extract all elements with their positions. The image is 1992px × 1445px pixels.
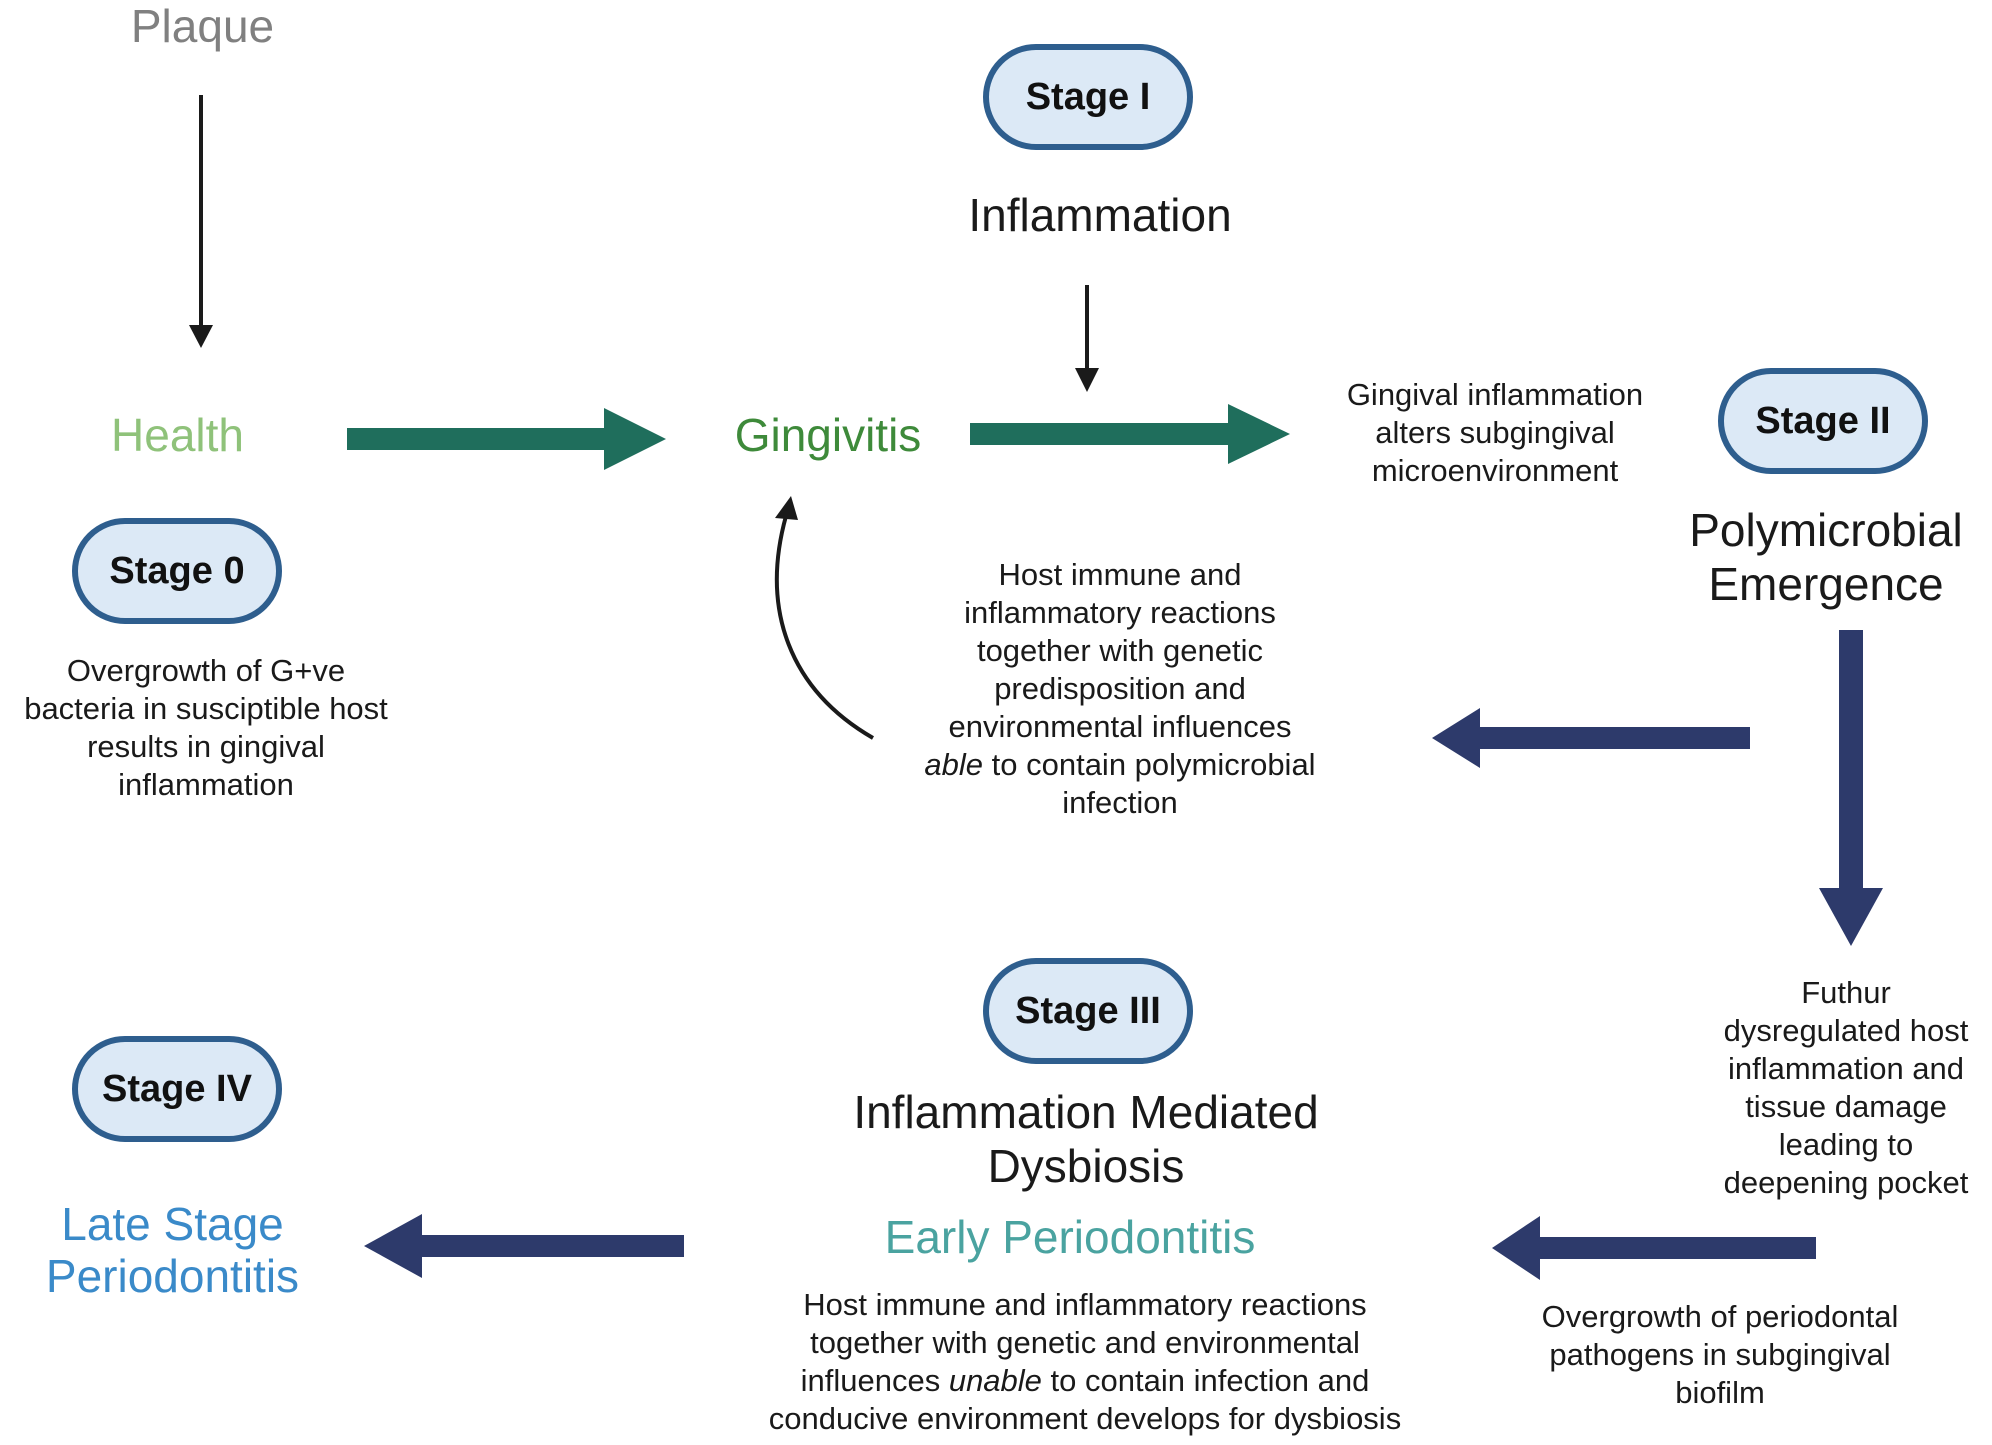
further-line-4: tissue damage [1745, 1089, 1947, 1124]
unable-emphasis: unable [948, 1363, 1042, 1398]
further-line-5: leading to [1778, 1127, 1914, 1162]
to-stage4-arrow [364, 1214, 684, 1278]
stage-4-title-line-1: Late Stage [61, 1198, 284, 1250]
overgrowth-perio-line-1: Overgrowth of periodontal [1541, 1299, 1899, 1334]
further-line-1: Futhur [1801, 975, 1891, 1010]
plaque-to-health-arrow [189, 95, 213, 348]
able-emphasis: able [924, 747, 984, 782]
further-line-3: inflammation and [1727, 1051, 1965, 1086]
host-able-line-5: environmental influences [948, 709, 1292, 744]
stage-1-badge: Stage I [983, 44, 1193, 150]
host-able-line-1: Host immune and [998, 557, 1242, 592]
gingival-alters-text: Gingival inflammation alters subgingival… [1300, 376, 1690, 490]
stage-0-badge: Stage 0 [72, 518, 282, 624]
host-able-line-4: predisposition and [994, 671, 1246, 706]
host-able-rest: to contain polymicrobial [983, 747, 1316, 782]
host-able-line-3: together with genetic [976, 633, 1264, 668]
stage-0-line-4: inflammation [118, 767, 294, 802]
host-unable-line-2: together with genetic and environmental [810, 1325, 1360, 1360]
host-unable-line-3: influences unable to contain infection a… [720, 1362, 1450, 1400]
stage-0-line-1: Overgrowth of G+ve [66, 653, 346, 688]
plaque-label: Plaque [130, 0, 275, 52]
stage-4-title-line-2: Periodontitis [45, 1250, 300, 1302]
further-line-6: deepening pocket [1723, 1165, 1969, 1200]
host-unable-line-4: conducive environment develops for dysbi… [768, 1401, 1402, 1436]
further-dysregulated-text: Futhur dysregulated host inflammation an… [1700, 974, 1992, 1202]
further-line-2: dysregulated host [1723, 1013, 1969, 1048]
feedback-curve-arrow [774, 496, 875, 740]
stage-0-line-2: bacteria in susciptible host [24, 691, 388, 726]
inflammation-down-arrow [1075, 285, 1099, 392]
gingival-alters-line-1: Gingival inflammation [1346, 377, 1644, 412]
overgrowth-perio-line-3: biofilm [1675, 1375, 1765, 1410]
health-label: Health [111, 409, 244, 461]
overgrowth-perio-text: Overgrowth of periodontal pathogens in s… [1500, 1298, 1940, 1412]
host-able-line-7: infection [1062, 785, 1178, 820]
stage-1-title: Inflammation [968, 189, 1232, 241]
stage-2-badge: Stage II [1718, 368, 1928, 474]
health-to-gingivitis-arrow [347, 408, 666, 470]
stage-4-title: Late Stage Periodontitis [20, 1198, 325, 1302]
stage-3-badge: Stage III [983, 958, 1193, 1064]
gingivitis-label: Gingivitis [734, 409, 922, 461]
gingival-alters-line-3: microenvironment [1371, 453, 1619, 488]
to-stage3-arrow [1492, 1216, 1816, 1280]
stage2-down-arrow [1819, 630, 1883, 946]
stage-2-title-line-1: Polymicrobial [1689, 504, 1963, 556]
stage-3-title: Inflammation Mediated Dysbiosis [780, 1085, 1392, 1193]
host-able-line-2: inflammatory reactions [964, 595, 1276, 630]
stage-0-description: Overgrowth of G+ve bacteria in susciptib… [0, 652, 412, 804]
stage-4-badge: Stage IV [72, 1036, 282, 1142]
stage-0-line-3: results in gingival [87, 729, 325, 764]
host-able-text: Host immune and inflammatory reactions t… [870, 556, 1370, 822]
stage-3-title-line-1: Inflammation Mediated [853, 1086, 1319, 1138]
overgrowth-perio-line-2: pathogens in subgingival [1549, 1337, 1891, 1372]
host-unable-rest: to contain infection and [1041, 1363, 1370, 1398]
stage-2-title-line-2: Emergence [1708, 558, 1944, 610]
gingival-alters-line-2: alters subgingival [1375, 415, 1615, 450]
contained-left-arrow [1432, 708, 1750, 768]
stage-2-title: Polymicrobial Emergence [1660, 503, 1992, 611]
host-unable-pre: influences [800, 1363, 949, 1398]
host-unable-line-1: Host immune and inflammatory reactions [803, 1287, 1367, 1322]
early-periodontitis-label: Early Periodontitis [884, 1211, 1256, 1263]
host-unable-text: Host immune and inflammatory reactions t… [720, 1286, 1450, 1438]
stage-3-title-line-2: Dysbiosis [987, 1140, 1185, 1192]
gingivitis-to-stage2-arrow [970, 404, 1290, 464]
host-able-line-6: able to contain polymicrobial [870, 746, 1370, 784]
